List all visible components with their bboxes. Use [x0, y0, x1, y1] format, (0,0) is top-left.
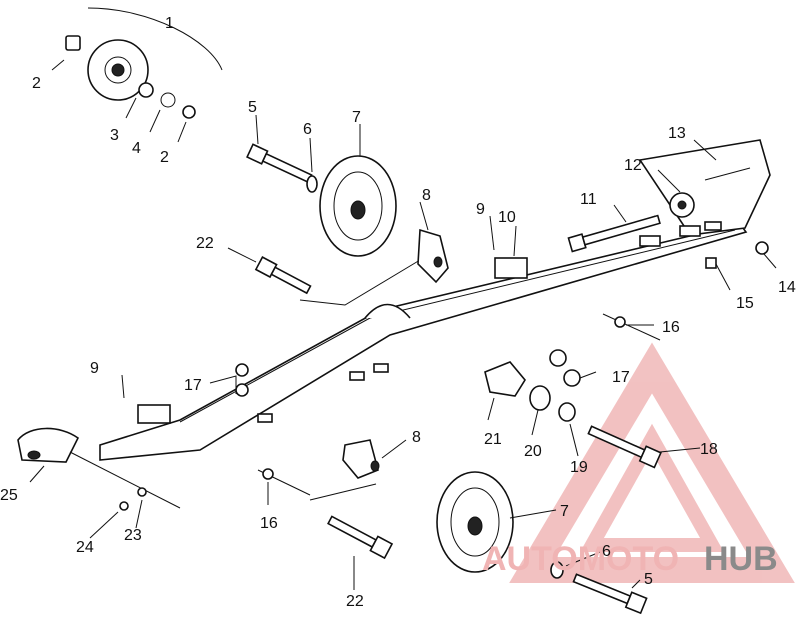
callout-9-second: 9 [90, 360, 99, 377]
callout-8-second: 8 [412, 429, 421, 446]
callout-23: 23 [124, 527, 142, 544]
callout-2-second: 2 [160, 149, 169, 166]
callout-16-second: 16 [260, 515, 278, 532]
callout-labels: 1 2 3 4 2 5 6 7 8 9 10 11 12 13 14 15 16… [0, 15, 796, 610]
callout-16: 16 [662, 319, 680, 336]
callout-3: 3 [110, 127, 119, 144]
callout-7: 7 [352, 109, 361, 126]
callout-5: 5 [248, 99, 257, 116]
callout-5-second: 5 [644, 571, 653, 588]
callout-2: 2 [32, 75, 41, 92]
callout-15: 15 [736, 295, 754, 312]
callout-18: 18 [700, 441, 718, 458]
suspension-rail [99, 139, 771, 461]
callout-17-second: 17 [612, 369, 630, 386]
callout-22-second: 22 [346, 593, 364, 610]
callout-19: 19 [570, 459, 588, 476]
bracket-hardware [121, 201, 597, 479]
callout-7-second: 7 [560, 503, 569, 520]
callout-21: 21 [484, 431, 502, 448]
upper-idler-wheel [227, 114, 421, 306]
callout-22: 22 [196, 235, 214, 252]
callout-12: 12 [624, 157, 642, 174]
callout-10: 10 [498, 209, 516, 226]
callout-25: 25 [0, 487, 18, 504]
watermark-text-secondary: HUB [704, 540, 778, 578]
rail-tip-hardware [17, 427, 181, 539]
callout-20: 20 [524, 443, 542, 460]
callout-1: 1 [165, 15, 174, 32]
watermark-wordmark: AUTOMOTO HUB [482, 540, 778, 578]
callout-4: 4 [132, 140, 141, 157]
callout-24: 24 [76, 539, 94, 556]
callout-8: 8 [422, 187, 431, 204]
lower-idler-wheel [309, 425, 701, 615]
callout-11: 11 [580, 191, 597, 208]
callout-6: 6 [303, 121, 312, 138]
callout-9: 9 [476, 201, 485, 218]
cross-bolts [257, 139, 777, 505]
watermark-text-primary: AUTOMOTO [482, 540, 679, 578]
watermark-logo [509, 342, 795, 583]
callout-13: 13 [668, 125, 686, 142]
callout-6-second: 6 [602, 543, 611, 560]
pulley-assembly-1 [51, 7, 223, 143]
callout-17: 17 [184, 377, 202, 394]
callout-14: 14 [778, 279, 796, 296]
